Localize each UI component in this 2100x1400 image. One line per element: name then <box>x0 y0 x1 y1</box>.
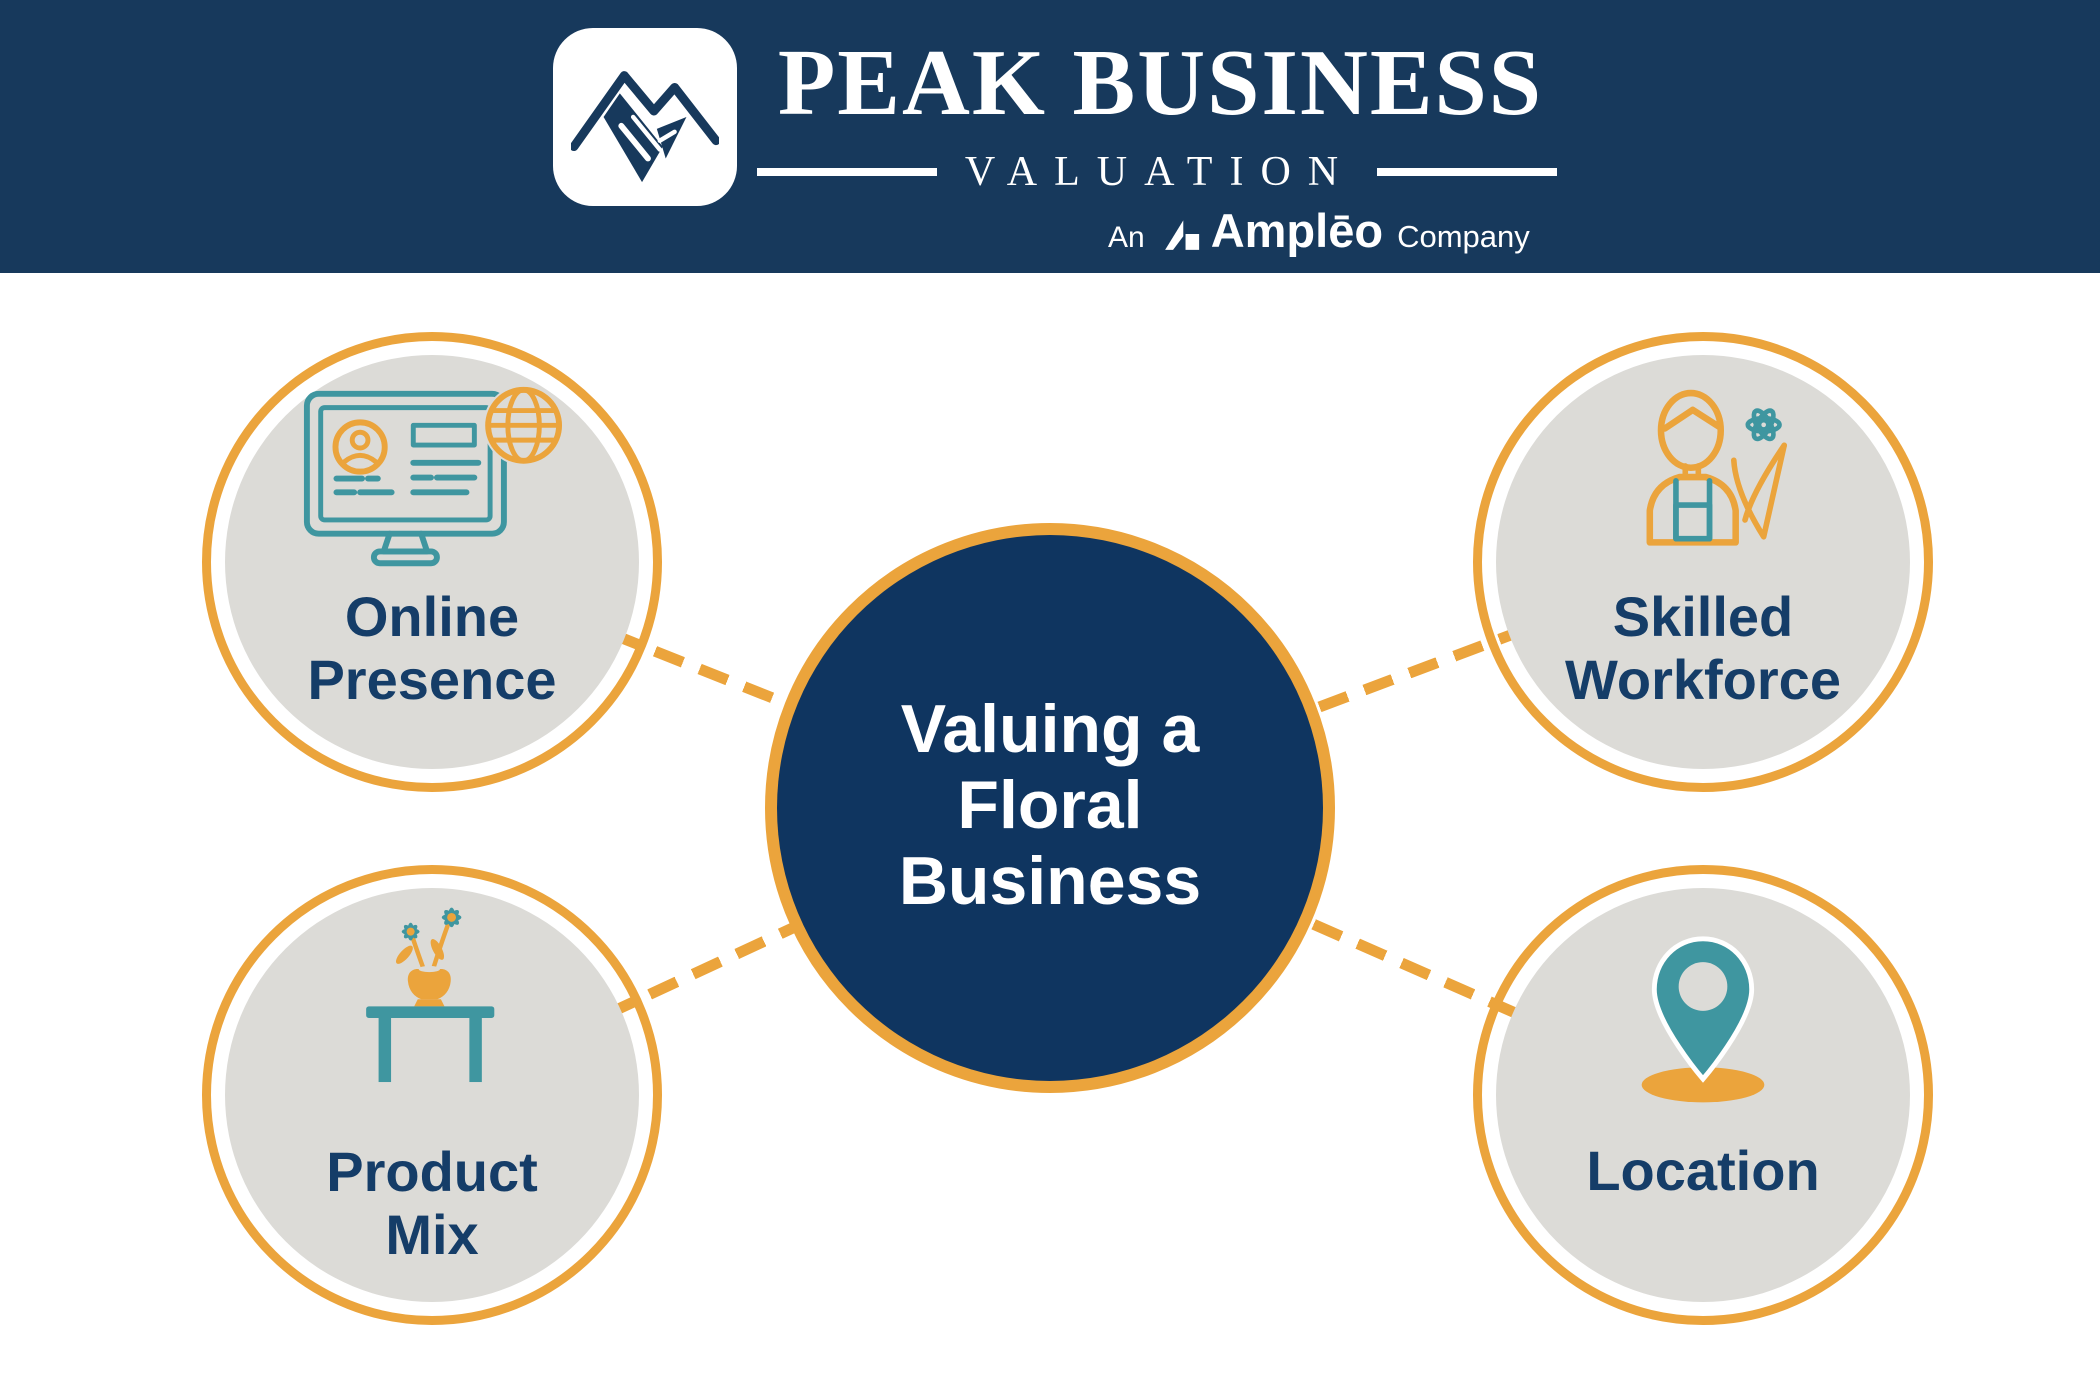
node-product-mix: Product Mix <box>202 865 662 1325</box>
node-ring <box>1473 865 1933 1325</box>
node-online-presence: Online Presence <box>202 332 662 792</box>
node-fill <box>1496 355 1910 769</box>
map-pin-icon <box>1601 931 1806 1116</box>
subtitle-right-rule <box>1377 168 1557 176</box>
node-label-line: Mix <box>385 1202 479 1266</box>
hub-title-line: Business <box>898 843 1202 920</box>
company-tagline: An Amplēo Company <box>1108 203 1530 258</box>
node-label: Location <box>1473 1139 1933 1203</box>
node-label-line: Presence <box>307 647 557 711</box>
tagline-prefix: An <box>1108 221 1145 254</box>
node-label-line: Product <box>326 1140 538 1203</box>
node-ring <box>202 865 662 1325</box>
node-location: Location <box>1473 865 1933 1325</box>
hub-title: Valuing a Floral Business <box>765 691 1335 919</box>
hub-fill <box>777 535 1323 1081</box>
logo-box <box>553 28 737 206</box>
subtitle-left-rule <box>757 168 937 176</box>
monitor-globe-icon <box>299 382 565 579</box>
brand-subtitle: VALUATION <box>964 149 1356 195</box>
node-fill <box>225 888 639 1302</box>
header-banner: PEAK BUSINESS VALUATION An Amplēo Company <box>0 0 2100 273</box>
node-label-line: Workforce <box>1565 647 1841 711</box>
hub-title-line: Floral <box>957 767 1143 844</box>
brand-subtitle-row: VALUATION <box>757 149 1557 195</box>
node-ring <box>202 332 662 792</box>
brand-title: PEAK BUSINESS <box>777 31 1544 135</box>
hub-title-line: Valuing a <box>900 691 1200 767</box>
florist-bouquet-icon <box>1596 380 1811 576</box>
tagline-suffix: Company <box>1397 219 1530 254</box>
node-label: Product Mix <box>202 1140 662 1266</box>
tagline-brand: Amplēo <box>1210 204 1384 257</box>
node-label: Skilled Workforce <box>1473 585 1933 711</box>
ampleo-mark-icon <box>1164 220 1199 250</box>
node-label-line: Online <box>344 585 520 648</box>
node-ring <box>1473 332 1933 792</box>
node-skilled-workforce: Skilled Workforce <box>1473 332 1933 792</box>
mountain-logo-icon <box>571 71 719 183</box>
flower-vase-table-icon <box>343 903 521 1108</box>
node-label: Online Presence <box>202 585 662 711</box>
node-label-line: Location <box>1586 1139 1820 1202</box>
node-label-line: Skilled <box>1612 585 1794 648</box>
hub-circle: Valuing a Floral Business <box>765 523 1335 1093</box>
